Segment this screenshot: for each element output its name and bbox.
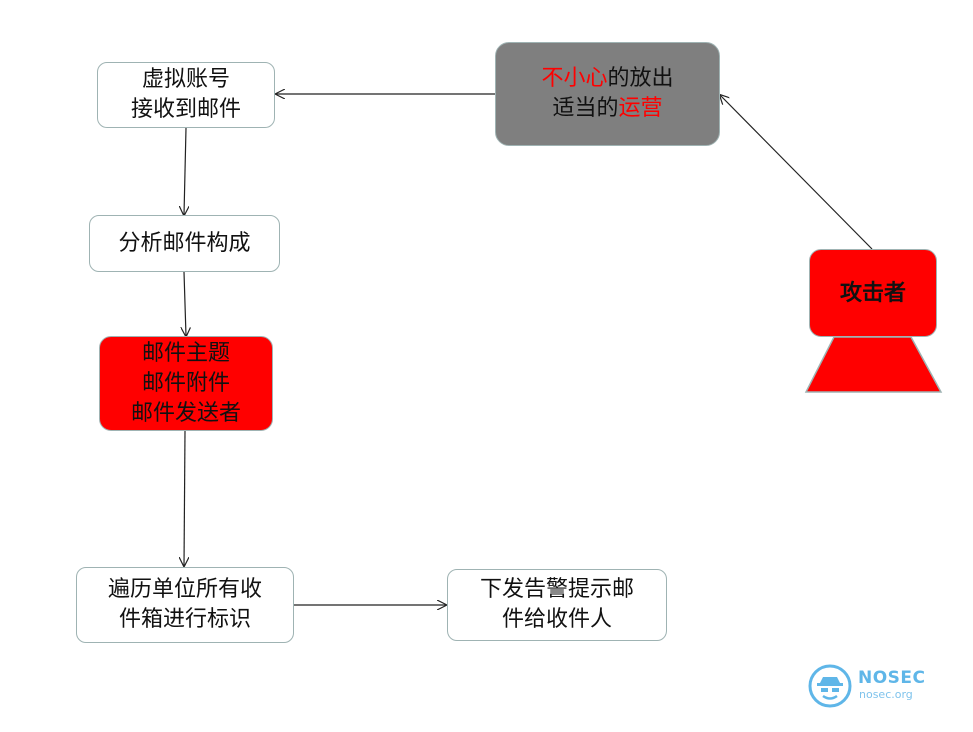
node-analyze-composition: 分析邮件构成 xyxy=(89,215,280,272)
node-text: 适当的 xyxy=(552,96,619,121)
node-send-alert: 下发告警提示邮 件给收件人 xyxy=(447,569,667,641)
highlight-text: 运营 xyxy=(618,96,663,121)
node-attacker-head: 攻击者 xyxy=(809,249,937,337)
node-line: 适当的运营 xyxy=(541,94,673,124)
node-line: 邮件附件 xyxy=(141,370,230,396)
node-text: 的放出 xyxy=(607,66,674,91)
arrow-analyze-to-features xyxy=(184,271,186,336)
nosec-logo: NOSEC nosec.org xyxy=(808,662,928,712)
node-line: 遍历单位所有收 xyxy=(107,577,262,602)
node-traverse-inboxes: 遍历单位所有收 件箱进行标识 xyxy=(76,567,294,643)
node-email-features: 邮件主题 邮件附件 邮件发送者 xyxy=(99,336,273,431)
attacker-body-shape xyxy=(804,336,943,393)
node-line: 接收到邮件 xyxy=(130,97,241,122)
node-line: 邮件发送者 xyxy=(130,400,241,426)
logo-subtitle: nosec.org xyxy=(859,688,913,701)
logo-title: NOSEC xyxy=(858,668,926,688)
node-line: 件给收件人 xyxy=(501,607,612,632)
node-virtual-account: 虚拟账号 接收到邮件 xyxy=(97,62,275,128)
node-line: 件箱进行标识 xyxy=(118,607,251,632)
node-line: 虚拟账号 xyxy=(141,67,230,92)
attacker-label: 攻击者 xyxy=(839,280,906,306)
node-release-operations: 不小心的放出 适当的运营 xyxy=(495,42,720,146)
highlight-text: 不小心 xyxy=(541,66,608,91)
arrow-account-to-analyze xyxy=(184,127,186,215)
arrow-attacker-to-ops xyxy=(720,95,873,250)
nosec-logo-icon xyxy=(808,664,852,708)
node-line: 邮件主题 xyxy=(141,340,230,366)
node-line: 分析邮件构成 xyxy=(118,230,251,256)
node-line: 不小心的放出 xyxy=(541,64,673,94)
arrow-features-to-traverse xyxy=(184,430,185,566)
node-line: 下发告警提示邮 xyxy=(479,577,634,602)
